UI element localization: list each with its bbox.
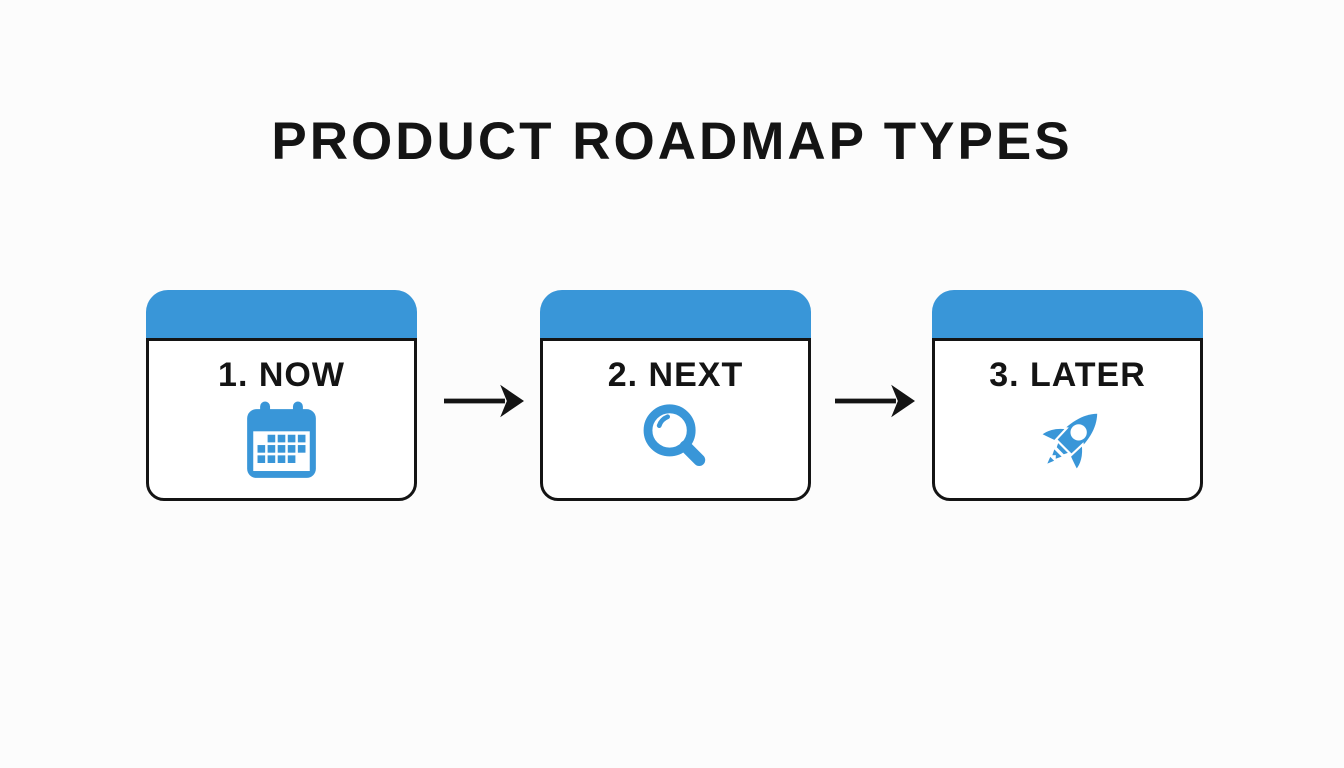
arrow-right-icon xyxy=(835,384,915,418)
card-body: 2. NEXT xyxy=(540,338,811,501)
calendar-icon xyxy=(247,401,316,478)
rocket-icon xyxy=(1038,413,1097,473)
card-label-next: 2. NEXT xyxy=(607,356,744,394)
card-header-bar xyxy=(932,290,1203,338)
card-header-bar xyxy=(146,290,417,338)
roadmap-card-next: 2. NEXT xyxy=(540,290,811,501)
card-body: 3. LATER xyxy=(932,338,1203,501)
magnifier-icon xyxy=(643,404,705,466)
page-title: PRODUCT ROADMAP TYPES xyxy=(271,112,1073,171)
card-header-bar xyxy=(540,290,811,338)
roadmap-card-later: 3. LATER xyxy=(932,290,1203,501)
arrow-right-icon xyxy=(444,384,524,418)
roadmap-card-now: 1. NOW xyxy=(146,290,417,501)
card-label-later: 3. LATER xyxy=(989,356,1146,394)
card-body: 1. NOW xyxy=(146,338,417,501)
card-label-now: 1. NOW xyxy=(218,356,345,394)
